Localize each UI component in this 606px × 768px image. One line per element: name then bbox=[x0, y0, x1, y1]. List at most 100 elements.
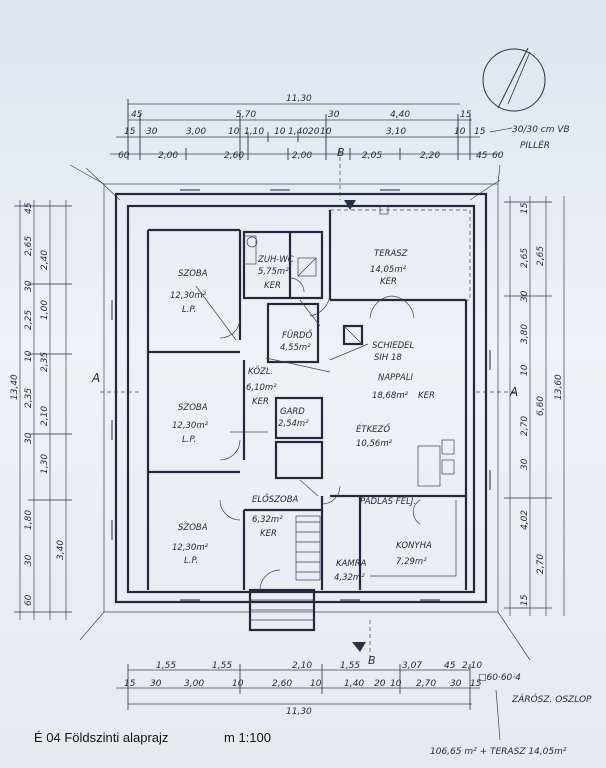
bottom-row2-7: 20 bbox=[374, 679, 386, 689]
bottom-dimension-lines: 1,55 1,55 2,10 1,55 3,07 45 2,10 15 30 3… bbox=[116, 661, 482, 717]
room-area-bedroom-3: 12,30m² bbox=[172, 543, 209, 553]
room-name-bedroom-2: SZOBA bbox=[178, 403, 208, 413]
room-floor-entrance: KER bbox=[260, 529, 277, 539]
top-row3-6: 45 bbox=[476, 151, 488, 161]
top-row3-4: 2,05 bbox=[362, 151, 382, 161]
right-inner-0: 2,65 bbox=[536, 246, 546, 266]
section-b-bottom: B bbox=[368, 654, 376, 667]
bottom-overall-dim: 11,30 bbox=[286, 707, 312, 717]
plan-title: É 04 Földszinti alaprajz bbox=[34, 730, 168, 745]
bottom-dim-2: 2,10 bbox=[292, 661, 312, 671]
room-area-wardrobe: 2,54m² bbox=[278, 419, 309, 429]
left-dim-7: 1,80 bbox=[24, 510, 34, 530]
right-dim-7: 4,02 bbox=[520, 510, 530, 530]
top-row3-0: 60 bbox=[118, 151, 130, 161]
bottom-dim-4: 3,07 bbox=[402, 661, 422, 671]
top-row3-5: 2,20 bbox=[420, 151, 440, 161]
bottom-row2-9: 2,70 bbox=[416, 679, 436, 689]
left-overall-dim: 13,40 bbox=[10, 374, 20, 400]
bottom-dim-6: 2,10 bbox=[462, 661, 482, 671]
bottom-row2-10: 30 bbox=[450, 679, 462, 689]
right-dim-0: 15 bbox=[520, 202, 530, 214]
room-name-terrace: TERASZ bbox=[374, 249, 408, 259]
plan-area-note: 106,65 m² + TERASZ 14,05m² bbox=[430, 747, 567, 757]
section-a-left: A bbox=[91, 371, 100, 385]
bottom-row2-8: 10 bbox=[390, 679, 402, 689]
top-dim-4: 4,40 bbox=[390, 110, 410, 120]
wall-end-note: ZÁRÓSZ. OSZLOP bbox=[511, 693, 592, 705]
room-floor-bedroom-2: L.P. bbox=[182, 435, 196, 445]
room-name-hallway: KÖZL. bbox=[248, 366, 273, 377]
room-name-dining: ÉTKEZŐ bbox=[356, 423, 390, 435]
room-floor-hallway: KER bbox=[252, 397, 269, 407]
bottom-row2-4: 2,60 bbox=[272, 679, 292, 689]
top-row2-3: 10 bbox=[228, 127, 240, 137]
room-floor-terrace: KER bbox=[380, 277, 397, 287]
left-dimension-lines: 13,40 45 2,65 30 2,25 10 2,35 30 1,80 30… bbox=[10, 200, 72, 620]
bottom-row2-3: 10 bbox=[232, 679, 244, 689]
room-area-bedroom-2: 12,30m² bbox=[172, 421, 209, 431]
top-dim-3: 30 bbox=[328, 110, 340, 120]
pillar-note: PILLÉR bbox=[520, 139, 550, 151]
top-dim-2: 5,70 bbox=[236, 110, 256, 120]
room-name-bedroom-3: SZOBA bbox=[178, 523, 208, 533]
left-dim-1: 2,65 bbox=[24, 236, 34, 256]
top-row3-3: 2,00 bbox=[292, 151, 312, 161]
top-row2-6: 1,40 bbox=[288, 127, 308, 137]
top-row2-9: 3,10 bbox=[386, 127, 406, 137]
room-name-entrance: ELŐSZOBA bbox=[252, 494, 299, 505]
section-a-right: A bbox=[509, 385, 518, 399]
top-row2-2: 3,00 bbox=[186, 127, 206, 137]
room-area-pantry: 4,32m² bbox=[334, 573, 365, 583]
right-dim-8: 15 bbox=[520, 594, 530, 606]
left-dim-6: 30 bbox=[24, 432, 34, 444]
attic-stair-label: PADLÁS FELJ. bbox=[360, 495, 416, 507]
room-name-bedroom-1: SZOBA bbox=[178, 269, 208, 279]
bottom-row2-6: 1,40 bbox=[344, 679, 364, 689]
top-row2-7: 20 bbox=[308, 127, 320, 137]
top-row3-2: 2,60 bbox=[224, 151, 244, 161]
room-floor-bedroom-3: L.P. bbox=[184, 556, 198, 566]
right-inner-2: 2,70 bbox=[536, 554, 546, 574]
room-area-hallway: 6,10m² bbox=[246, 383, 277, 393]
chimney-size: SIH 18 bbox=[374, 353, 402, 363]
room-area-shower-wc: 5,75m² bbox=[258, 267, 289, 277]
right-dim-2: 30 bbox=[520, 290, 530, 302]
building-walls bbox=[100, 150, 518, 660]
room-labels: SZOBA 12,30m² L.P. SZOBA 12,30m² L.P. SZ… bbox=[170, 249, 435, 583]
bottom-row2-2: 3,00 bbox=[184, 679, 204, 689]
bottom-row2-0: 15 bbox=[124, 679, 136, 689]
room-area-bedroom-1: 12,30m² bbox=[170, 291, 207, 301]
right-dim-3: 3,80 bbox=[520, 324, 530, 344]
top-row2-5: 10 bbox=[274, 127, 286, 137]
right-dim-4: 10 bbox=[520, 364, 530, 376]
right-dim-5: 2,70 bbox=[520, 416, 530, 436]
room-floor-shower-wc: KER bbox=[264, 281, 281, 291]
top-row2-11: 15 bbox=[474, 127, 486, 137]
left-dim-3: 2,25 bbox=[24, 310, 34, 330]
right-dimension-lines: 15 2,65 30 3,80 10 2,70 30 4,02 15 2,65 … bbox=[504, 196, 565, 616]
room-name-bathroom: FÜRDŐ bbox=[282, 330, 313, 341]
left-inner-4: 1,30 bbox=[40, 454, 50, 474]
left-dim-0: 45 bbox=[24, 202, 34, 214]
chimney-tag: SCHIEDEL bbox=[372, 341, 415, 351]
left-inner-3: 2,10 bbox=[40, 406, 50, 426]
chimney-note: 30/30 cm VB bbox=[512, 125, 570, 135]
top-row2-8: 10 bbox=[320, 127, 332, 137]
left-dim-2: 30 bbox=[24, 280, 34, 292]
top-row2-1: 30 bbox=[146, 127, 158, 137]
room-area-bathroom: 4,55m² bbox=[280, 343, 311, 353]
top-row2-10: 10 bbox=[454, 127, 466, 137]
bottom-dim-3: 1,55 bbox=[340, 661, 360, 671]
left-inner-5: 3,40 bbox=[56, 540, 66, 560]
room-area-entrance: 6,32m² bbox=[252, 515, 283, 525]
room-area-dining: 10,56m² bbox=[356, 439, 393, 449]
section-b-top: B bbox=[337, 146, 345, 159]
left-inner-1: 1,00 bbox=[40, 300, 50, 320]
room-area-living: 18,68m² bbox=[372, 391, 409, 401]
left-dim-5: 2,35 bbox=[24, 388, 34, 408]
room-name-pantry: KAMRA bbox=[336, 559, 367, 569]
room-floor-bedroom-1: L.P. bbox=[182, 305, 196, 315]
